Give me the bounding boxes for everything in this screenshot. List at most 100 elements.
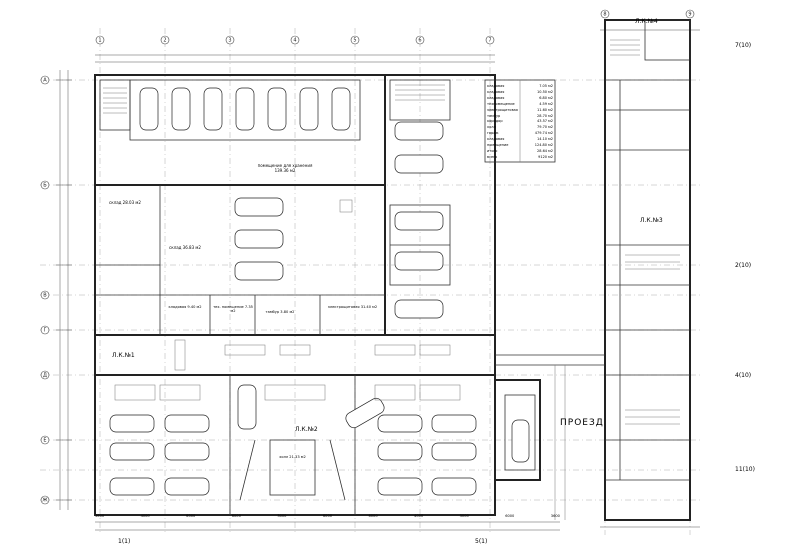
area-table-value: 4.59 м2	[539, 101, 553, 106]
svg-text:2: 2	[163, 38, 166, 44]
dimension-value: 4000	[140, 514, 150, 518]
room-label-electric: электрощитовая 31.40 м2	[327, 305, 378, 309]
car	[377, 442, 423, 461]
car	[234, 261, 284, 281]
room-label-store-2: склад 36.83 м2	[169, 245, 201, 250]
parking-bottom-left	[109, 384, 257, 496]
area-table-row: техпомещение 4.59 м2	[487, 102, 553, 108]
area-table-name: всего	[487, 154, 498, 159]
area-table-value: 124.80 м2	[534, 143, 553, 148]
car	[331, 87, 351, 131]
dimension-value: 3600	[95, 514, 105, 518]
area-table-value: 28.64 м2	[537, 148, 553, 153]
car	[394, 251, 444, 271]
car	[394, 299, 444, 319]
area-table-value: 43.57 м2	[537, 119, 553, 124]
dimension-value: 6000	[186, 514, 196, 518]
parking-center	[234, 197, 284, 281]
left-dimension-lines	[56, 70, 72, 510]
area-table-row: кладовая 14.10 м2	[487, 137, 553, 143]
area-table-name: коридор	[487, 119, 503, 124]
area-table	[484, 79, 556, 163]
area-table-name: холл	[487, 125, 496, 130]
grid-bubbles-top: 1 2 3 4 5 6 7 8 9	[95, 9, 695, 45]
dimension-value: 6000	[322, 514, 333, 518]
svg-text:4: 4	[293, 38, 296, 44]
dimension-value: 3000	[277, 514, 287, 518]
car	[431, 414, 477, 433]
area-table-row: кладовая 6.80 м2	[487, 96, 553, 102]
area-table-row: кладовая 7.05 м2	[487, 84, 553, 90]
right-wing	[604, 19, 691, 521]
area-table-name: гараж	[487, 131, 499, 136]
car	[109, 477, 155, 496]
car	[511, 419, 530, 463]
car	[377, 414, 423, 433]
area-table-row: всего 9120 м2	[487, 155, 553, 161]
car	[377, 477, 423, 496]
svg-text:А: А	[43, 78, 47, 84]
grid-label-bottom-1: 1(1)	[118, 538, 131, 545]
area-table-name: кладовая	[487, 89, 505, 94]
grid-label-right-3: 4(10)	[735, 372, 752, 379]
svg-text:Ж: Ж	[42, 498, 48, 504]
car	[109, 414, 155, 433]
top-dimension-lines	[95, 29, 700, 63]
car	[267, 87, 287, 131]
room-label-vestibule: тамбур 3.80 м2	[265, 310, 295, 314]
car	[235, 87, 255, 131]
dimension-value: 6000	[505, 514, 515, 518]
grid-label-bottom-2: 5(1)	[475, 538, 488, 545]
car	[139, 87, 159, 131]
area-table-row: коридор 43.57 м2	[487, 119, 553, 125]
car	[394, 211, 444, 231]
area-table-row: холл 79.70 м2	[487, 125, 553, 131]
area-table-row: гараж 479.74 м2	[487, 131, 553, 137]
car	[431, 442, 477, 461]
car	[109, 442, 155, 461]
car	[431, 477, 477, 496]
dimension-value: 3000	[459, 514, 469, 518]
stair-label-2: Л.К.№2	[295, 426, 318, 433]
car	[203, 87, 223, 131]
area-table-value: 479.74 м2	[534, 131, 553, 136]
area-table-value: 7.05 м2	[539, 84, 553, 88]
car	[164, 477, 210, 496]
road-label: ПРОЕЗД	[560, 418, 604, 428]
parking-bottom-right	[345, 397, 530, 496]
area-table-name: кладовая	[487, 137, 505, 142]
car	[234, 229, 284, 249]
parking-top-row	[139, 87, 351, 131]
area-table-value: 79.70 м2	[537, 125, 553, 130]
car	[394, 154, 444, 174]
area-table-name: кладовая	[487, 84, 505, 88]
area-table-value: 6.80 м2	[539, 95, 553, 100]
dimension-value: 4000	[414, 514, 424, 518]
car	[237, 384, 257, 430]
svg-text:Г: Г	[43, 328, 46, 334]
svg-text:7: 7	[488, 38, 491, 44]
area-table-name: техпомещение	[487, 101, 515, 106]
svg-text:Е: Е	[43, 438, 46, 444]
stair-label-4: Л.К.№4	[635, 18, 658, 25]
stair-label-1: Л.К.№1	[112, 352, 135, 359]
stair-hatching	[103, 39, 680, 425]
area-table-name: электрощитовая	[487, 107, 518, 112]
svg-text:Б: Б	[43, 183, 47, 189]
svg-text:9: 9	[688, 12, 691, 18]
room-label-store-1: склад 28.03 м2	[109, 200, 141, 205]
area-table-value: 9120 м2	[538, 154, 553, 159]
bottom-dimension-lines	[95, 521, 700, 531]
grid-label-right-1: 7(10)	[735, 42, 752, 49]
room-label-pantry: кладовая 9.40 м2	[168, 305, 202, 309]
area-table-value: 14.10 м2	[537, 137, 553, 142]
room-label-tech: тех. помещение 7.35 м2	[213, 305, 253, 313]
area-table-name: кладовая	[487, 95, 505, 100]
svg-text:8: 8	[603, 12, 606, 18]
svg-text:5: 5	[353, 38, 356, 44]
car	[171, 87, 191, 131]
car	[164, 442, 210, 461]
